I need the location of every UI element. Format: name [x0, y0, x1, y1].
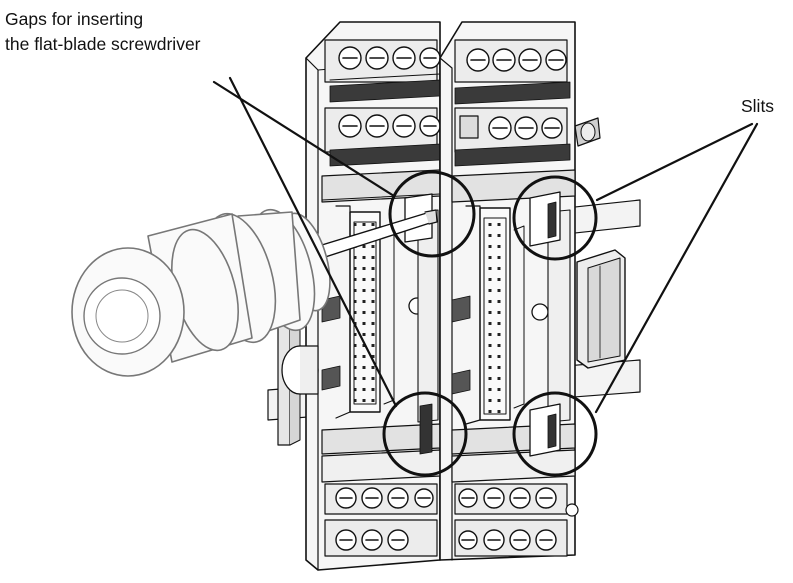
gaps-callout-line1: Gaps for inserting [5, 9, 144, 29]
left-module [305, 21, 441, 571]
slit-leader-bottom [594, 122, 759, 414]
slit-features [404, 191, 561, 457]
slit-leader-top [595, 122, 754, 202]
screw-terminals-mid-right [454, 107, 571, 167]
screw-terminals-bottom-right [454, 483, 568, 557]
screw-terminals-bottom-left [324, 483, 438, 557]
screw-terminals-top-right [454, 39, 571, 105]
screw-terminals-top-left [324, 39, 441, 103]
gap-circle-top [388, 170, 476, 258]
rail-stopper [281, 345, 319, 395]
screw-terminals-mid-left [324, 107, 441, 167]
gap-leader-top [212, 80, 396, 198]
screwdriver [71, 208, 438, 377]
gap-leader-bottom [228, 76, 398, 408]
callout-circles [382, 170, 598, 477]
gaps-callout-line2: the flat-blade screwdriver [5, 34, 201, 54]
gap-circle-bottom [382, 391, 468, 477]
slits-callout-label: Slits [741, 96, 775, 116]
end-bracket [574, 117, 626, 369]
right-module [439, 21, 579, 561]
gaps-callout-label: Gaps for inserting the flat-blade screwd… [5, 7, 201, 57]
leader-lines [212, 76, 759, 414]
slit-circle-bottom [512, 391, 598, 477]
slit-circle-top [512, 175, 598, 261]
